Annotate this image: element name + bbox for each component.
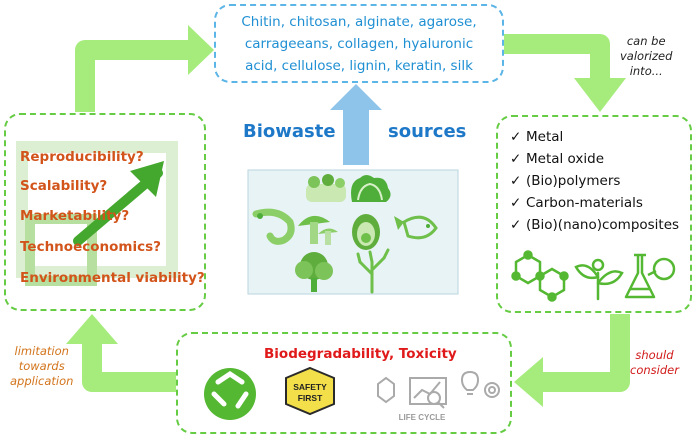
arrow-bottom-to-left bbox=[82, 342, 176, 392]
limitations-box: Reproducibility? Scalability? Marketabil… bbox=[4, 113, 206, 311]
note-consider: should consider bbox=[630, 348, 679, 378]
considerations-box: Biodegradability, Toxicity SAFETY FIRST … bbox=[176, 332, 512, 434]
materials-icons bbox=[511, 250, 676, 302]
question-environmental-viability: Environmental viability? bbox=[20, 270, 205, 286]
check-icon: ✓ bbox=[510, 195, 522, 211]
note-consider-line-1: should bbox=[635, 348, 674, 362]
avocado-icon bbox=[352, 214, 380, 250]
material-metal: Metal bbox=[526, 129, 564, 145]
lettuce-icon bbox=[351, 175, 391, 202]
note-limitation-line-2: towards bbox=[18, 359, 65, 373]
note-consider-line-2: consider bbox=[630, 363, 679, 377]
question-scalability: Scalability? bbox=[20, 178, 108, 194]
material-item: ✓Metal oxide bbox=[510, 151, 604, 167]
mushroom-icon bbox=[298, 215, 338, 245]
material-carbon: Carbon-materials bbox=[526, 195, 643, 211]
question-technoeconomics: Technoeconomics? bbox=[20, 239, 161, 255]
safety-first-icon: SAFETY FIRST bbox=[285, 366, 335, 416]
seaweed-icon bbox=[356, 248, 390, 294]
note-limitation: limitation towards application bbox=[10, 344, 73, 389]
polymers-line-2: carrageeans, collagen, hyaluronic bbox=[244, 36, 474, 52]
note-valorized-line-3: into... bbox=[629, 64, 663, 78]
biodegradability-title: Biodegradability, Toxicity bbox=[264, 346, 457, 362]
shrimp-icon bbox=[252, 208, 295, 245]
first-text: FIRST bbox=[298, 393, 323, 403]
arrow-sources-up bbox=[330, 84, 382, 165]
tree-icon bbox=[295, 252, 333, 292]
question-marketability: Marketability? bbox=[20, 208, 130, 224]
question-reproducibility: Reproducibility? bbox=[20, 149, 144, 165]
note-limitation-line-1: limitation bbox=[14, 344, 69, 358]
material-item: ✓Carbon-materials bbox=[510, 195, 643, 211]
biowaste-icons bbox=[247, 169, 459, 295]
note-valorized-line-1: can be bbox=[626, 34, 666, 48]
check-icon: ✓ bbox=[510, 217, 522, 233]
vegetables-icon bbox=[306, 174, 346, 202]
check-icon: ✓ bbox=[510, 151, 522, 167]
check-icon: ✓ bbox=[510, 173, 522, 189]
arrow-right-to-bottom bbox=[540, 314, 630, 392]
note-valorized: can be valorized into... bbox=[620, 34, 672, 79]
material-composites: (Bio)(nano)composites bbox=[526, 217, 680, 233]
arrow-left-to-top-head bbox=[188, 25, 214, 75]
check-icon: ✓ bbox=[510, 129, 522, 145]
safety-text: SAFETY bbox=[293, 382, 327, 392]
molecule-icon bbox=[511, 250, 569, 302]
arrow-bottom-to-left-head bbox=[66, 314, 118, 344]
biowaste-title: Biowaste bbox=[243, 121, 336, 142]
material-item: ✓(Bio)(nano)composites bbox=[510, 217, 679, 233]
arrow-left-to-top bbox=[75, 40, 190, 112]
material-metal-oxide: Metal oxide bbox=[526, 151, 605, 167]
polymers-line-1: Chitin, chitosan, alginate, agarose, bbox=[241, 14, 477, 30]
plant-icon bbox=[574, 258, 624, 301]
material-biopolymers: (Bio)polymers bbox=[526, 173, 621, 189]
arrow-right-to-bottom-head bbox=[514, 357, 543, 407]
life-cycle-label: LIFE CYCLE bbox=[399, 413, 446, 422]
considerations-icons: SAFETY FIRST LIFE CYCLE bbox=[204, 366, 500, 422]
note-valorized-line-2: valorized bbox=[620, 49, 673, 63]
fish-icon bbox=[394, 215, 438, 240]
material-item: ✓(Bio)polymers bbox=[510, 173, 620, 189]
sources-title: sources bbox=[388, 121, 467, 142]
polymers-line-3: acid, cellulose, lignin, keratin, silk bbox=[245, 58, 473, 74]
arrow-top-to-right-head bbox=[574, 78, 626, 112]
note-limitation-line-3: application bbox=[10, 374, 74, 388]
material-item: ✓Metal bbox=[510, 129, 563, 145]
polymers-box: Chitin, chitosan, alginate, agarose, car… bbox=[214, 4, 504, 83]
growth-arrow-icon bbox=[16, 141, 178, 286]
arrow-top-to-right bbox=[504, 34, 610, 80]
recycle-icon bbox=[204, 368, 256, 420]
materials-box: ✓Metal ✓Metal oxide ✓(Bio)polymers ✓Carb… bbox=[496, 115, 692, 313]
life-cycle-icon bbox=[377, 370, 500, 409]
flask-icon bbox=[624, 253, 676, 299]
